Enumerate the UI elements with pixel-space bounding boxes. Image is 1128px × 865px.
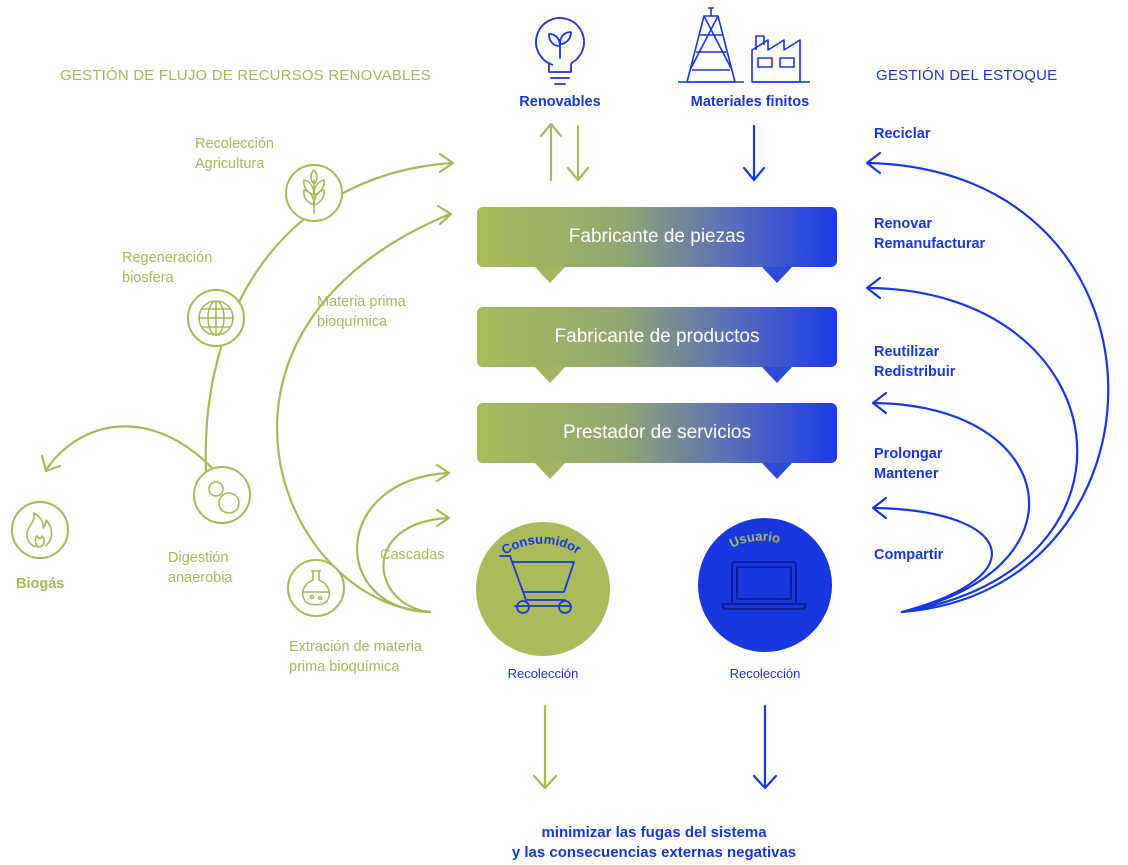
label-extraction: Extración de materia prima bioquímica — [289, 639, 422, 675]
up-arrow-renewables — [539, 122, 563, 182]
arrowhead-biogas — [40, 454, 62, 473]
laptop-icon — [721, 561, 807, 610]
header-left: GESTIÓN DE FLUJO DE RECURSOS RENOVABLES — [60, 67, 431, 84]
cascade-loop-2 — [382, 516, 450, 614]
bar-parts-label: Fabricante de piezas — [568, 226, 746, 247]
arrowhead-raw-material — [436, 204, 453, 226]
arrowhead-refurbish — [865, 276, 882, 300]
arrowhead-recycle — [865, 151, 882, 175]
arrowhead-harvest — [438, 152, 455, 174]
bar-service-label: Prestador de servicios — [563, 422, 751, 443]
bar-product-label: Fabricante de productos — [554, 326, 760, 347]
bottom-message: minimizar las fugas del sistema y las co… — [511, 824, 797, 861]
node-extraction — [287, 559, 345, 617]
user-caption: Recolección — [729, 666, 801, 681]
oil-rig-icon — [678, 7, 744, 83]
loop-recycle — [866, 161, 1110, 614]
globe-icon — [198, 300, 234, 336]
cart-icon — [499, 555, 575, 614]
bar-parts-manufacturer: Fabricante de piezas — [477, 207, 837, 267]
label-renewables: Renovables — [519, 94, 601, 110]
down-arrow-bottom-green — [532, 704, 558, 790]
bubbles-icon — [208, 481, 240, 514]
label-recycle: Reciclar — [874, 126, 931, 142]
user-circle — [698, 518, 832, 652]
bar-service-provider: Prestador de servicios — [477, 403, 837, 463]
header-right: GESTIÓN DEL ESTOQUE — [876, 67, 1058, 84]
factory-icon — [751, 35, 810, 83]
arrowhead-cascade-1 — [435, 463, 451, 483]
label-reuse: Reutilizar Redistribuir — [874, 344, 956, 380]
arc-biogas — [44, 425, 214, 472]
arc-harvest — [204, 161, 454, 502]
label-cascades: Cascadas — [380, 547, 445, 563]
lightbulb-sprout-icon — [535, 17, 585, 85]
arrowhead-maintain — [871, 496, 888, 520]
arrowhead-cascade-2 — [435, 508, 451, 528]
wheat-icon — [303, 168, 325, 214]
label-refurbish: Renovar Remanufacturar — [874, 216, 986, 252]
label-harvest: Recolección Agricultura — [195, 136, 274, 172]
label-maintain: Prolongar Mantener — [874, 446, 943, 482]
loop-reuse — [872, 401, 1031, 614]
label-regeneration: Regeneración biosfera — [122, 250, 213, 286]
label-finite-materials: Materiales finitos — [690, 94, 810, 110]
label-biogas: Biogás — [16, 576, 65, 592]
loop-refurbish — [866, 286, 1079, 614]
label-raw-material: Materia prima bioquímica — [317, 294, 406, 330]
flask-icon — [301, 570, 331, 606]
arc-raw-material — [276, 212, 452, 614]
flame-icon — [26, 512, 53, 548]
down-arrow-finite — [742, 124, 766, 182]
cascade-loop-1 — [356, 471, 450, 614]
label-share: Compartir — [874, 547, 944, 563]
node-biogas — [11, 501, 69, 559]
arrowhead-reuse — [871, 391, 888, 415]
consumer-caption: Recolección — [507, 666, 579, 681]
label-digestion: Digestión anaerobia — [168, 550, 233, 586]
bar-product-manufacturer: Fabricante de productos — [477, 307, 837, 367]
down-arrow-renewables — [566, 124, 590, 182]
down-arrow-bottom-blue — [752, 704, 778, 790]
loop-maintain — [872, 506, 993, 614]
